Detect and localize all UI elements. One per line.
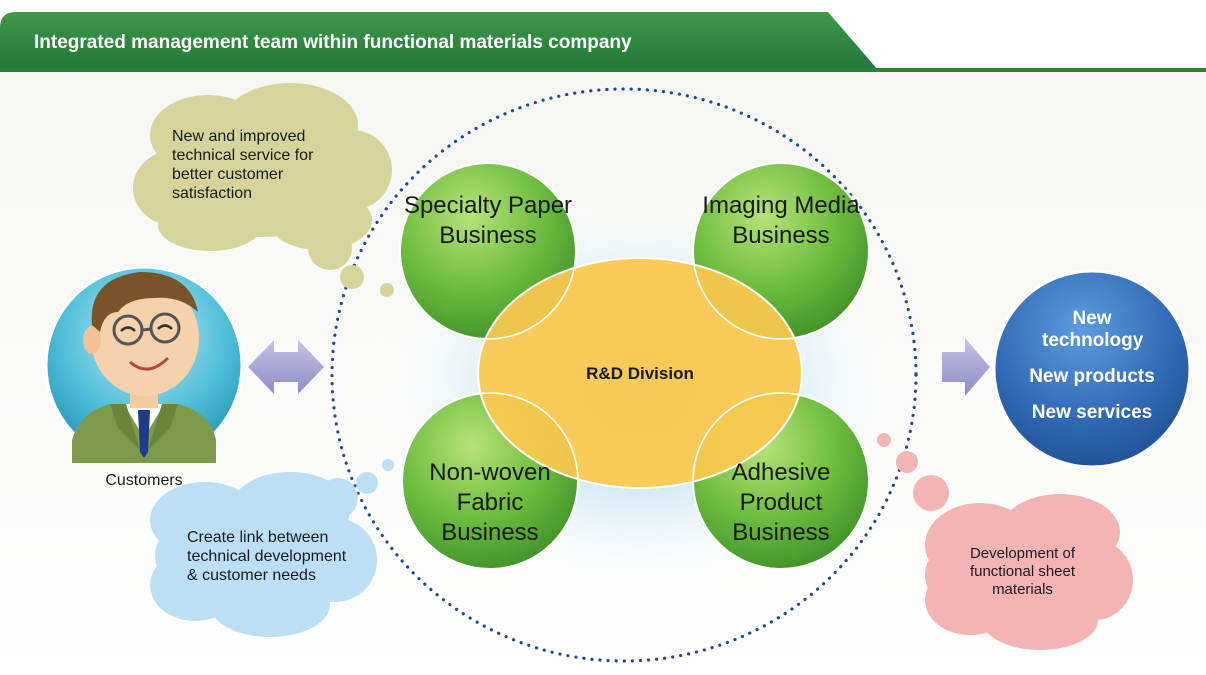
nonwoven-fabric-label: Non-woven Fabric Business — [429, 459, 551, 546]
customer-figure-icon — [72, 272, 216, 463]
outcome-arrow — [942, 338, 990, 396]
customer-link-double-arrow — [248, 340, 324, 394]
adhesive-product-outline — [692, 392, 870, 570]
imaging-media-outline — [692, 162, 870, 340]
customers-label: Customers — [105, 472, 183, 489]
cloud-bottom-left — [150, 459, 394, 637]
adhesive-product-label: Adhesive Product Business — [731, 459, 831, 546]
cloud-top-left-text: New and improved technical service for b… — [172, 128, 314, 202]
dotted-boundary-circle — [330, 87, 918, 663]
outcomes-circle — [992, 269, 1192, 469]
nonwoven-fabric-outline — [401, 392, 579, 570]
cloud-bottom-right-text: Development of functional sheet material… — [969, 545, 1076, 598]
specialty-paper-outline — [399, 162, 577, 340]
outcome-new-products: New products — [1029, 366, 1155, 387]
specialty-paper-label: Specialty Paper Business — [403, 192, 573, 249]
outcome-new-technology-text: New technology — [1042, 308, 1144, 351]
page-title: Integrated management team within functi… — [34, 32, 632, 53]
cloud-bottom-right — [877, 433, 1133, 650]
header-underline — [0, 68, 1206, 72]
cloud-bottom-left-text: Create link between technical developmen… — [187, 529, 347, 584]
outcome-new-services: New services — [1031, 402, 1153, 423]
imaging-media-label: Imaging Media Business — [702, 192, 860, 249]
outcome-new-technology: New technology — [1007, 308, 1177, 352]
cloud-top-left — [133, 83, 394, 297]
rd-division-label: R&D Division — [586, 364, 694, 383]
header-tab — [0, 12, 878, 70]
